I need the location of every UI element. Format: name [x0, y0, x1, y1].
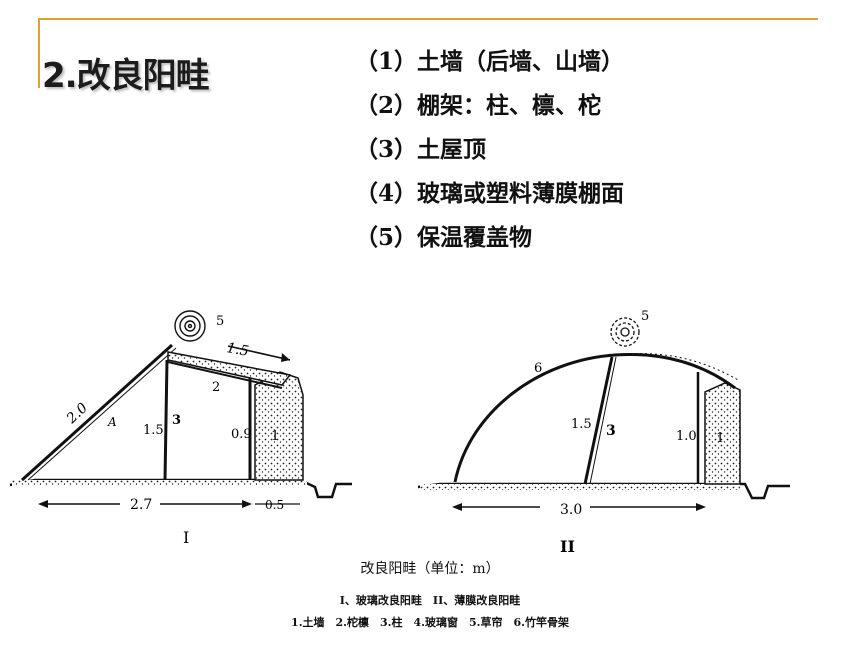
left-roof [167, 351, 292, 386]
left-post-height: 1.5 [143, 423, 164, 438]
glass-cold-frame: 2.0 A 1.5 1.5 3 0.9 1 2 5 2.7 0.5 I [9, 310, 352, 547]
cold-frame-diagram: 2.0 A 1.5 1.5 3 0.9 1 2 5 2.7 0.5 I [9, 309, 790, 556]
left-earth-wall [254, 371, 304, 481]
diagram-type-caption: I、玻璃改良阳畦 II、薄膜改良阳畦 [339, 594, 521, 607]
left-cover-number: 5 [216, 314, 224, 329]
left-roman: I [183, 528, 189, 547]
left-rafter-number: 2 [212, 380, 220, 395]
component-item-1: （1）土墙（后墙、山墙） [355, 48, 625, 75]
right-post-number: 3 [606, 423, 616, 439]
right-width-label: 3.0 [560, 502, 582, 518]
component-item-5: （5）保温覆盖物 [355, 224, 533, 251]
left-span-label: A [107, 415, 117, 429]
left-wall-width: 0.5 [265, 498, 284, 512]
left-post-number: 3 [172, 413, 181, 428]
diagram-legend: 1.土墙 2.柁檩 3.柱 4.玻璃窗 5.草帘 6.竹竿骨架 [291, 616, 569, 629]
component-item-3: （3）土屋顶 [355, 136, 487, 163]
title-side-rule [38, 18, 40, 88]
left-ground-soil [12, 480, 307, 486]
slide-title: 2.改良阳畦 [42, 56, 210, 96]
left-glass-slope [20, 343, 174, 482]
left-front-post [163, 359, 169, 481]
right-bamboo-frame [453, 353, 736, 483]
right-ground-soil [420, 484, 740, 490]
left-width-label: 2.7 [130, 497, 152, 513]
film-cold-frame: 6 5 1.5 3 1.0 1 3.0 II [417, 309, 790, 556]
right-post-height: 1.5 [571, 417, 592, 432]
right-wall-number: 1 [716, 431, 724, 446]
component-item-2: （2）棚架：柱、檩、柁 [355, 92, 602, 119]
left-wall-number: 1 [271, 429, 279, 444]
left-roof-label: 1.5 [225, 340, 250, 360]
component-item-4: （4）玻璃或塑料薄膜棚面 [355, 180, 625, 207]
title-rule [38, 18, 818, 20]
right-wall-height: 1.0 [676, 429, 697, 444]
left-wall-height: 0.9 [231, 427, 252, 442]
right-roman: II [560, 537, 575, 556]
right-frame-number: 6 [534, 361, 542, 376]
diagram-caption: 改良阳畦（单位：m） [360, 561, 500, 577]
right-straw-curtain [610, 317, 640, 347]
left-straw-curtain [174, 310, 206, 342]
right-center-post [583, 356, 614, 485]
right-cover-number: 5 [641, 309, 649, 324]
component-list: （1）土墙（后墙、山墙） （2）棚架：柱、檩、柁 （3）土屋顶 （4）玻璃或塑料… [355, 40, 624, 260]
